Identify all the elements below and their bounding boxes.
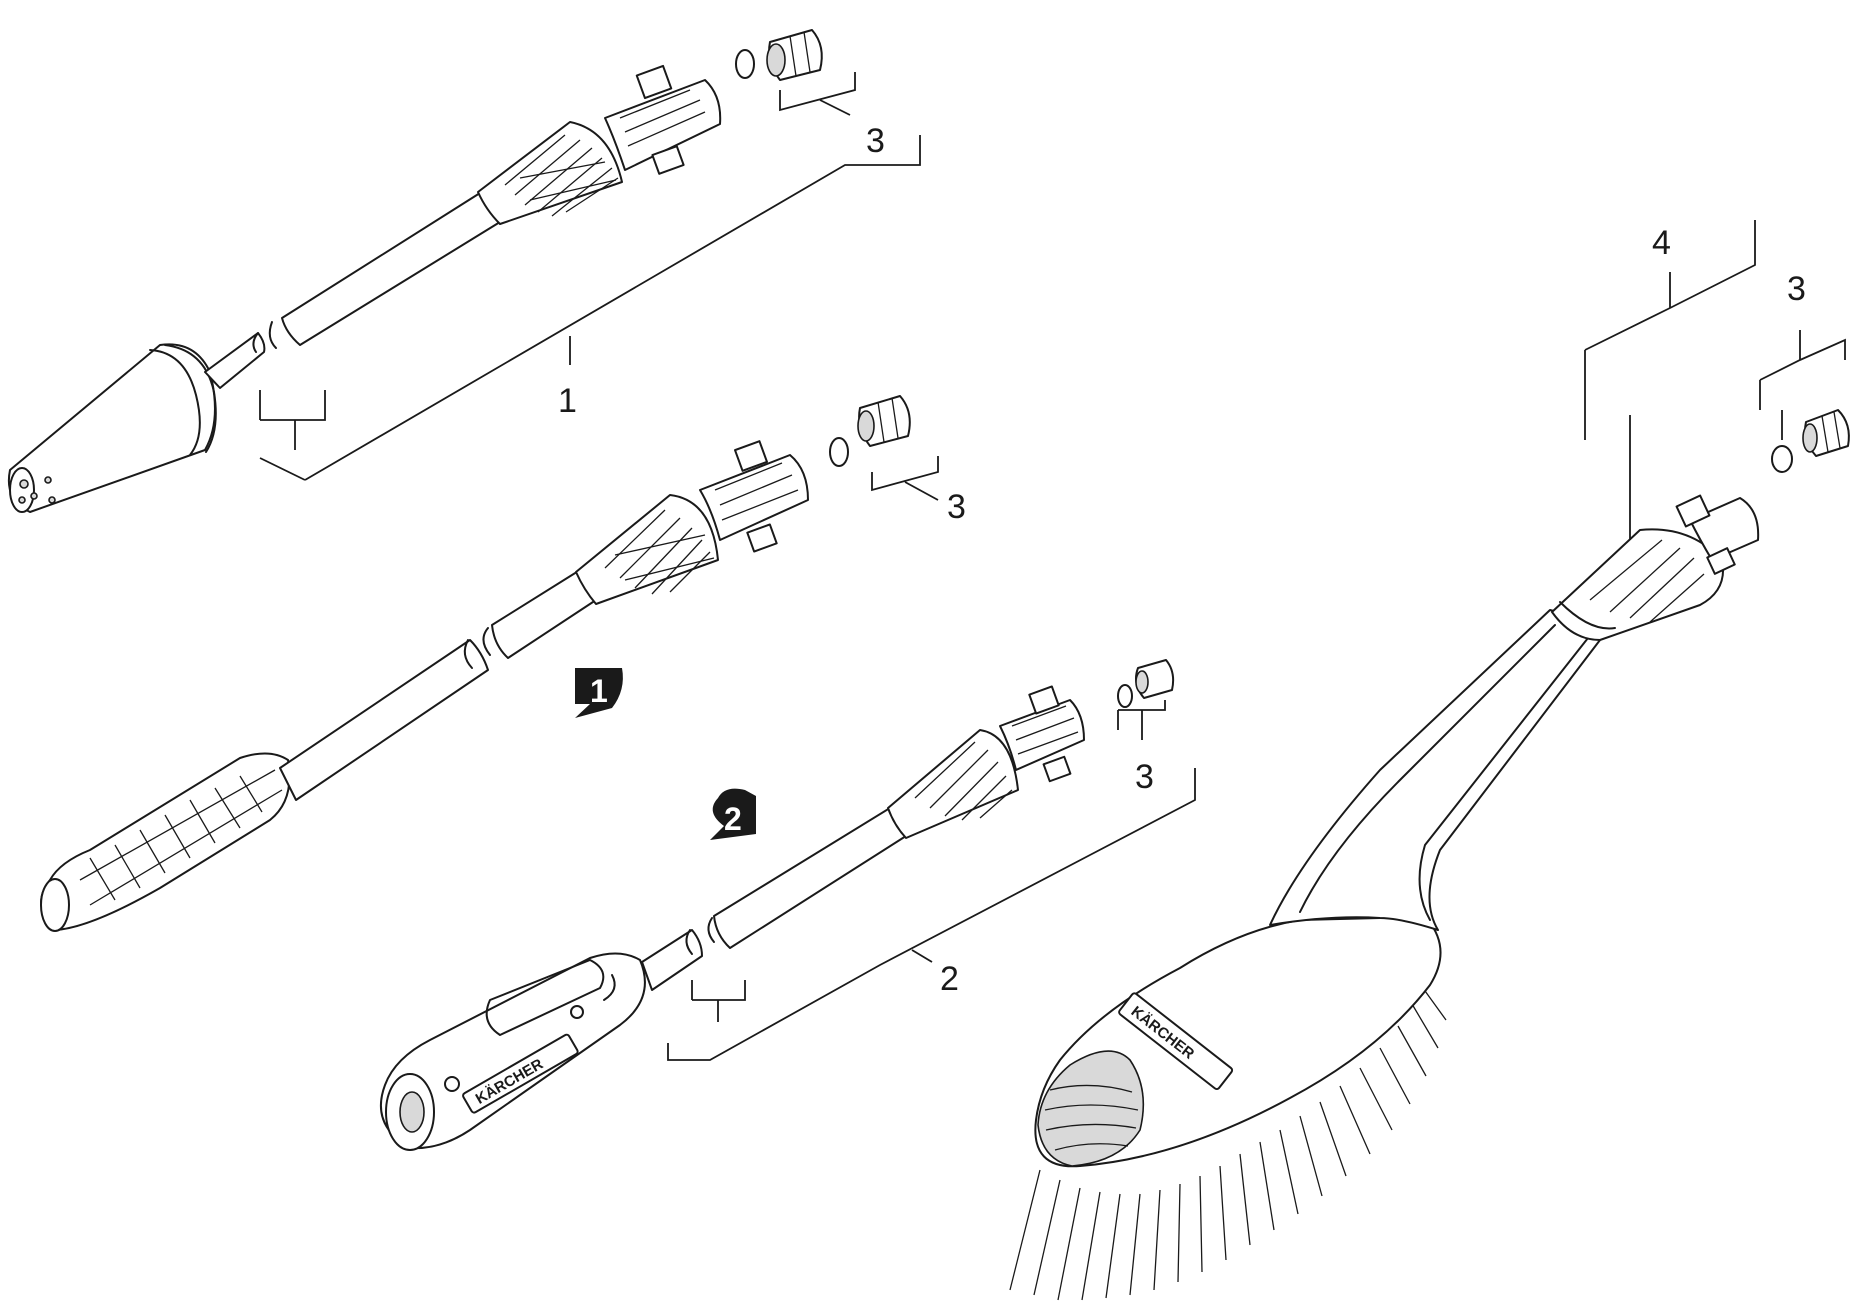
part-2-spray-lance: KÄRCHER: [379, 659, 1175, 1151]
callout-item-3-lower: 3: [1135, 758, 1154, 796]
callout-item-1: 1: [558, 382, 577, 420]
variant-badge-1-label: 1: [590, 673, 608, 709]
callout-item-4: 4: [1652, 224, 1671, 262]
variant-badge-2: 2: [710, 788, 756, 840]
leader-lines: [259, 72, 1846, 1061]
callout-item-3-middle: 3: [947, 488, 966, 526]
callout-item-2: 2: [940, 960, 959, 998]
part-4-wash-brush: KÄRCHER: [1009, 409, 1850, 1301]
variant-badge-2-label: 2: [724, 801, 742, 837]
variant-1-lance: [40, 395, 911, 932]
variant-badge-1: 1: [575, 668, 623, 718]
part-1-dirt-blaster-lance: [8, 29, 823, 513]
callout-labels: 1 3 3 3 2 4 3: [558, 122, 1806, 998]
callout-item-3-top: 3: [866, 122, 885, 160]
callout-item-3-right: 3: [1787, 270, 1806, 308]
